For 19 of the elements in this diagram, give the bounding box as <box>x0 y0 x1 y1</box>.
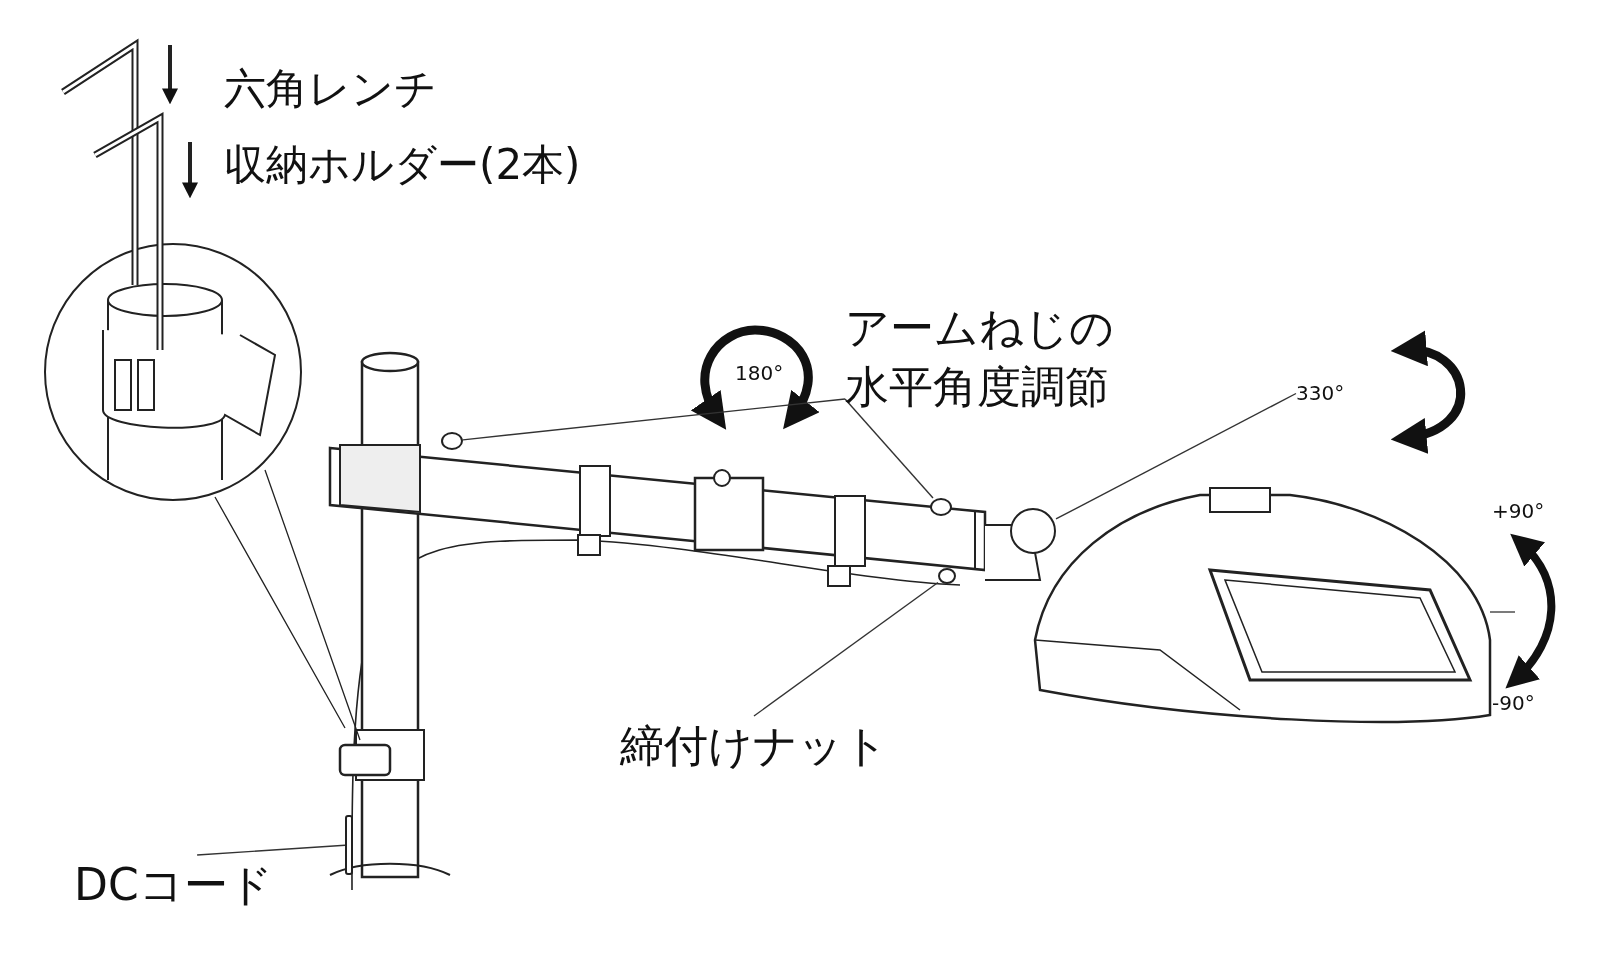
pivot-joint <box>1010 508 1056 554</box>
angle-label: +90° <box>1492 498 1545 524</box>
leader-line <box>1055 392 1297 520</box>
callout-label: 締付けナット <box>620 716 888 776</box>
leader-line <box>844 398 934 499</box>
angle-label: -90° <box>1492 690 1535 716</box>
knob <box>930 498 952 516</box>
angle-label: 330° <box>1296 380 1345 407</box>
callout-label: 収納ホルダー(2本) <box>224 139 581 191</box>
callout-label: DCコード <box>74 855 273 915</box>
leader-line <box>196 844 346 856</box>
knob <box>441 432 463 450</box>
leader-line <box>753 581 939 717</box>
leader-line <box>462 398 846 441</box>
callout-label: 六角レンチ <box>224 63 437 115</box>
nut <box>938 568 956 584</box>
power-cord <box>345 815 353 875</box>
angle-label: 180° <box>735 360 784 386</box>
callout-label: アームねじの水平角度調節 <box>845 298 1118 417</box>
